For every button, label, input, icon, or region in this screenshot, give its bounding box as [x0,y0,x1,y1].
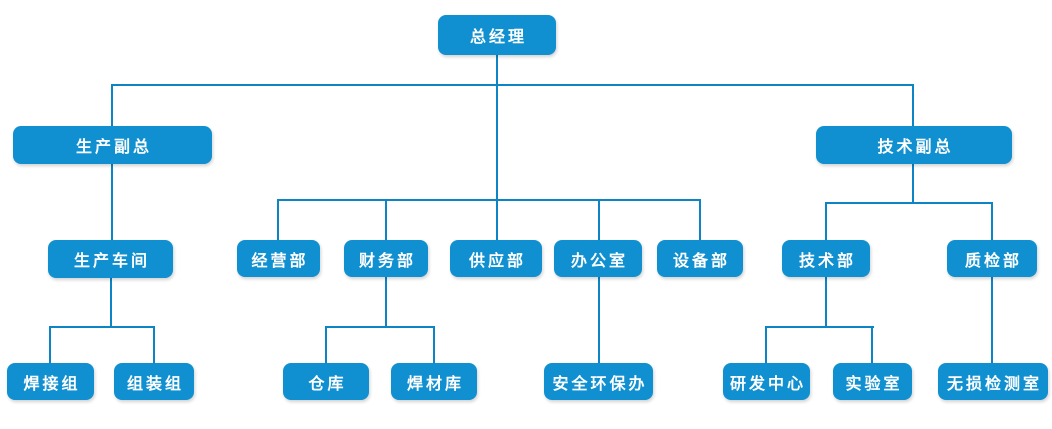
connector-technical-vp-stem [912,164,914,204]
connector-drop-assembly-group [153,326,155,363]
connector-drop-business [277,199,279,240]
org-node-production-workshop: 生产车间 [48,240,173,278]
org-node-warehouse: 仓库 [283,363,369,400]
connector-drop-welding-group [49,326,51,363]
connector-drop-warehouse [325,326,327,363]
connector-workshop-horizontal [49,326,155,328]
org-node-welding-group: 焊接组 [7,363,94,400]
connector-drop-technical-dept [825,202,827,240]
connector-finance-horizontal [325,326,435,328]
org-node-finance-dept: 财务部 [344,240,428,277]
connector-finance-stem [385,277,387,328]
org-node-business-dept: 经营部 [237,240,320,277]
org-node-general-manager: 总经理 [438,15,556,55]
org-node-quality-dept: 质检部 [947,240,1037,277]
connector-drop-equipment [699,199,701,240]
connector-quality-ndt [991,277,993,363]
org-node-safety-env-office: 安全环保办 [544,363,653,400]
org-node-assembly-group: 组装组 [114,363,194,400]
org-node-office: 办公室 [554,240,642,277]
connector-workshop-stem [110,278,112,328]
connector-office-safety [598,277,600,363]
connector-technical-dept-horizontal [765,326,874,328]
org-node-supply-dept: 供应部 [450,240,542,277]
org-node-ndt-room: 无损检测室 [938,363,1048,400]
org-node-technical-vp: 技术副总 [816,126,1012,164]
connector-drop-technical-vp [912,84,914,126]
connector-production-vp-workshop [111,164,113,240]
connector-drop-laboratory [871,326,873,363]
connector-drop-rd-center [765,326,767,363]
org-node-production-vp: 生产副总 [13,126,212,164]
connector-technical-vp-horizontal [825,202,993,204]
connector-drop-quality-dept [991,202,993,240]
connector-gm-trunk [496,55,498,240]
connector-dept-horizontal [277,199,701,201]
org-node-technical-dept: 技术部 [782,240,870,277]
connector-tier1-horizontal [111,84,914,86]
connector-drop-production-vp [111,84,113,126]
connector-drop-finance [385,199,387,240]
connector-drop-welding-material [433,326,435,363]
org-node-welding-material-store: 焊材库 [391,363,477,400]
org-node-laboratory: 实验室 [833,363,912,400]
connector-technical-dept-stem [825,277,827,328]
connector-drop-office [598,199,600,240]
org-node-equipment-dept: 设备部 [657,240,743,277]
org-node-rd-center: 研发中心 [723,363,810,400]
